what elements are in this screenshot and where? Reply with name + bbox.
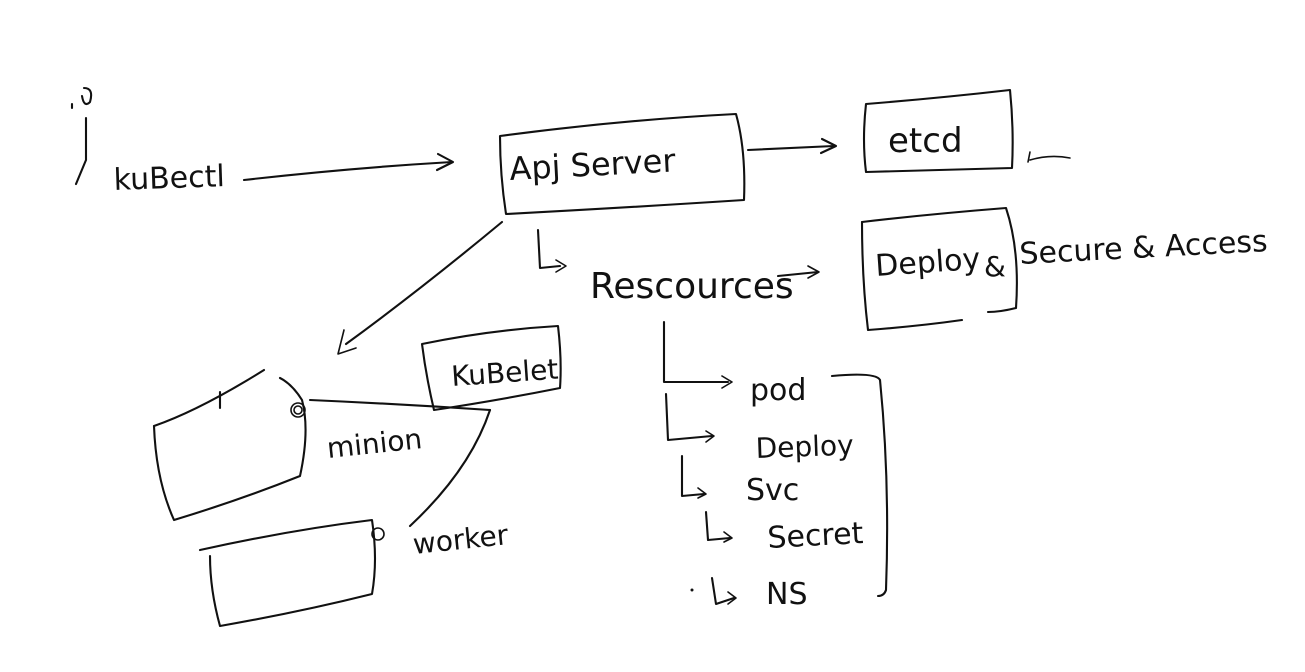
deploy-box-ampersand: & bbox=[984, 250, 1006, 283]
deploy-box bbox=[860, 206, 1018, 332]
arrow-api-to-minion bbox=[337, 220, 504, 355]
etcd-box bbox=[862, 88, 1071, 174]
etcd-label: etcd bbox=[888, 121, 963, 161]
resources-label: Rescources bbox=[590, 266, 794, 307]
api-server-label: Apj Server bbox=[508, 141, 677, 188]
arrow-kubectl-to-api bbox=[242, 152, 455, 182]
minion-box bbox=[152, 368, 307, 522]
worker-label: worker bbox=[411, 518, 510, 561]
resource-tree-lines bbox=[662, 320, 737, 606]
kubelet-label: KuBelet bbox=[450, 353, 559, 393]
kubectl-label: kuBectl bbox=[113, 159, 225, 198]
api-to-resources-connector bbox=[536, 228, 567, 273]
resource-item-deploy: Deploy bbox=[755, 429, 854, 465]
resource-item-svc: Svc bbox=[746, 473, 799, 508]
deploy-box-label: Deploy bbox=[874, 242, 981, 284]
resource-item-secret: Secret bbox=[767, 516, 865, 556]
kubelet-connectors bbox=[308, 398, 492, 528]
secure-access-label: Secure & Access bbox=[1019, 224, 1269, 272]
user-figure bbox=[70, 86, 93, 186]
resource-group-brace bbox=[830, 373, 889, 598]
worker-box bbox=[198, 518, 385, 628]
api-server-box bbox=[498, 112, 746, 216]
arrow-resources-to-deploy bbox=[776, 265, 820, 279]
arrow-api-to-etcd bbox=[746, 137, 838, 155]
kubelet-box bbox=[420, 324, 562, 412]
resource-item-ns: NS bbox=[766, 577, 807, 612]
resource-item-pod: pod bbox=[750, 373, 806, 408]
minion-label: minion bbox=[325, 422, 423, 465]
